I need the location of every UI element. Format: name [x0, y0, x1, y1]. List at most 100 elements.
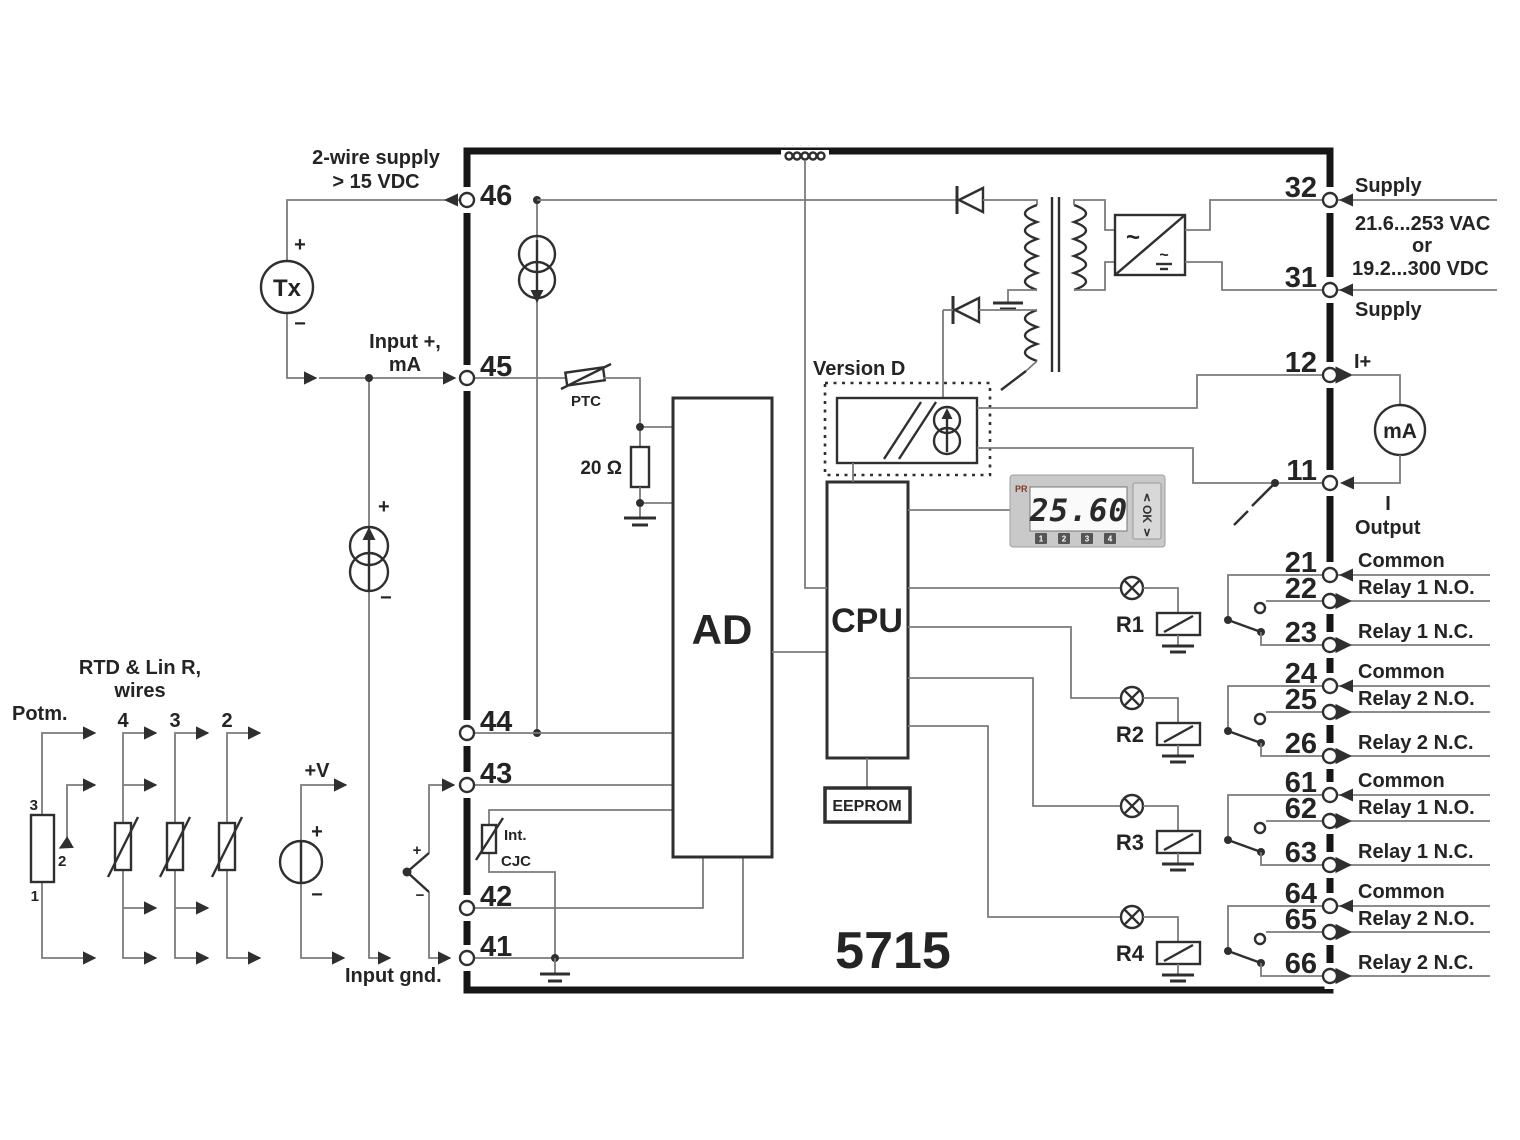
relay-name: R1: [1116, 612, 1144, 637]
eeprom-block: [823, 786, 912, 824]
rtd-lin-r-circuit: RTD & Lin R, wires 4 3 2: [79, 657, 262, 965]
no-label: Relay 1 N.O.: [1358, 797, 1475, 819]
pr-logo: PR: [1015, 484, 1028, 494]
terminal-no[interactable]: 25: [1285, 684, 1339, 725]
rtd-3wire: [158, 726, 210, 965]
analog-output-loop: I+ mA I Output: [1334, 351, 1427, 539]
relay-coil-r4: R4: [1116, 904, 1202, 983]
terminal-number: 46: [480, 180, 512, 212]
terminal-no[interactable]: 22: [1285, 573, 1339, 614]
i-plus-label: I+: [1354, 351, 1371, 373]
transmitter-symbol: [259, 259, 315, 315]
common-label: Common: [1358, 550, 1445, 572]
terminal-12[interactable]: 12: [1285, 347, 1339, 388]
indicator-1: 1: [1039, 535, 1044, 544]
terminal-number: 41: [480, 931, 512, 963]
terminal-11[interactable]: 11: [1286, 455, 1339, 496]
relay-contact-group-1: Common Relay 1 N.O. Relay 1 N.C. 21 22 2…: [1224, 547, 1490, 658]
cpu-label: CPU: [831, 602, 903, 640]
current-source-plus: +: [378, 496, 390, 518]
terminal-46[interactable]: 46: [458, 180, 512, 213]
terminal-common[interactable]: 61: [1285, 767, 1339, 808]
relay-contact-group-3: Common Relay 1 N.O. Relay 1 N.C. 61 62 6…: [1224, 767, 1490, 878]
pot-pin-1: 1: [31, 888, 39, 905]
supply-connections: Supply 21.6...253 VAC or 19.2...300 VDC …: [1338, 175, 1497, 321]
terminal-44[interactable]: 44: [458, 706, 512, 746]
terminal-number: 24: [1285, 658, 1317, 690]
relay-name: R2: [1116, 722, 1144, 747]
two-wire-supply-label-1: 2-wire supply: [312, 147, 441, 169]
model-number: 5715: [835, 922, 951, 980]
ad-block: [671, 396, 774, 859]
cpu-block: [825, 480, 910, 760]
terminal-nc[interactable]: 26: [1285, 728, 1339, 769]
potm-label: Potm.: [12, 703, 68, 725]
terminal-number: 23: [1285, 617, 1317, 649]
nc-label: Relay 2 N.C.: [1358, 732, 1474, 754]
rtd-col-3: 3: [169, 710, 180, 732]
cjc-label-1: Int.: [504, 827, 527, 844]
terminal-41[interactable]: 41: [458, 931, 512, 971]
terminal-number: 22: [1285, 573, 1317, 605]
relay-contact-group-2: Common Relay 2 N.O. Relay 2 N.C. 24 25 2…: [1224, 658, 1490, 769]
input-plus-label-1: Input +,: [369, 331, 441, 353]
terminal-number: 42: [480, 881, 512, 913]
voltage-range-vac: 21.6...253 VAC: [1355, 213, 1490, 235]
tc-plus: +: [413, 842, 422, 859]
ptc-label: PTC: [571, 393, 601, 410]
terminal-no[interactable]: 65: [1285, 904, 1339, 945]
terminal-common[interactable]: 24: [1285, 658, 1339, 699]
terminal-common[interactable]: 21: [1285, 547, 1339, 588]
terminal-nc[interactable]: 66: [1285, 948, 1339, 989]
terminal-number: 44: [480, 706, 512, 738]
display-window: [1029, 486, 1128, 532]
relay-coil-r2: R2: [1116, 685, 1202, 764]
voltage-source-circuit: +V + −: [278, 760, 348, 965]
potentiometer-symbol: [29, 813, 56, 884]
terminal-no[interactable]: 62: [1285, 793, 1339, 834]
programming-connector: [781, 150, 829, 589]
tc-minus: −: [416, 887, 425, 904]
button-up-icon[interactable]: ∧: [1143, 490, 1152, 504]
indicator-3: 3: [1085, 535, 1090, 544]
relay-coil-r3: R3: [1116, 793, 1202, 872]
tc-input-circuit: + − Input gnd.: [345, 778, 456, 987]
terminal-number: 45: [480, 351, 512, 383]
relay-drive-routes: [908, 587, 1121, 918]
pot-pin-3: 3: [30, 797, 38, 814]
internal-cjc: Int. CJC: [474, 809, 673, 983]
terminal-43[interactable]: 43: [458, 758, 512, 798]
no-label: Relay 1 N.O.: [1358, 577, 1475, 599]
tx-minus: −: [294, 313, 306, 335]
version-d-module: Version D: [813, 358, 1322, 526]
internal-input-wiring: PTC 20 Ω Int. CJC: [467, 196, 744, 983]
display-value: 25.60: [1029, 493, 1128, 529]
indicator-2: 2: [1062, 535, 1067, 544]
i-label: I: [1385, 493, 1391, 515]
rtd-col-2: 2: [221, 710, 232, 732]
nc-label: Relay 1 N.C.: [1358, 621, 1474, 643]
terminal-common[interactable]: 64: [1285, 878, 1339, 919]
terminal-number: 31: [1285, 262, 1317, 294]
button-ok[interactable]: OK: [1140, 505, 1154, 523]
nc-label: Relay 2 N.C.: [1358, 952, 1474, 974]
potentiometer-circuit: Potm. 3 2 1: [12, 703, 97, 965]
terminal-32[interactable]: 32: [1285, 172, 1339, 213]
terminal-nc[interactable]: 23: [1285, 617, 1339, 658]
terminal-number: 32: [1285, 172, 1317, 204]
button-down-icon[interactable]: ∨: [1143, 525, 1152, 539]
terminal-42[interactable]: 42: [458, 881, 512, 921]
dc-symbol: ~: [1159, 247, 1168, 264]
no-contact: [1253, 932, 1267, 946]
display-button-panel[interactable]: [1132, 482, 1162, 540]
front-display: PR 25.60 1 2 3 4 ∧ OK ∨: [908, 474, 1166, 548]
terminal-45[interactable]: 45: [458, 351, 512, 391]
input-plus-label-2: mA: [389, 354, 421, 376]
relay-name: R3: [1116, 830, 1144, 855]
terminal-number: 21: [1285, 547, 1317, 579]
nc-label: Relay 1 N.C.: [1358, 841, 1474, 863]
terminal-nc[interactable]: 63: [1285, 837, 1339, 878]
terminal-31[interactable]: 31: [1285, 262, 1339, 303]
